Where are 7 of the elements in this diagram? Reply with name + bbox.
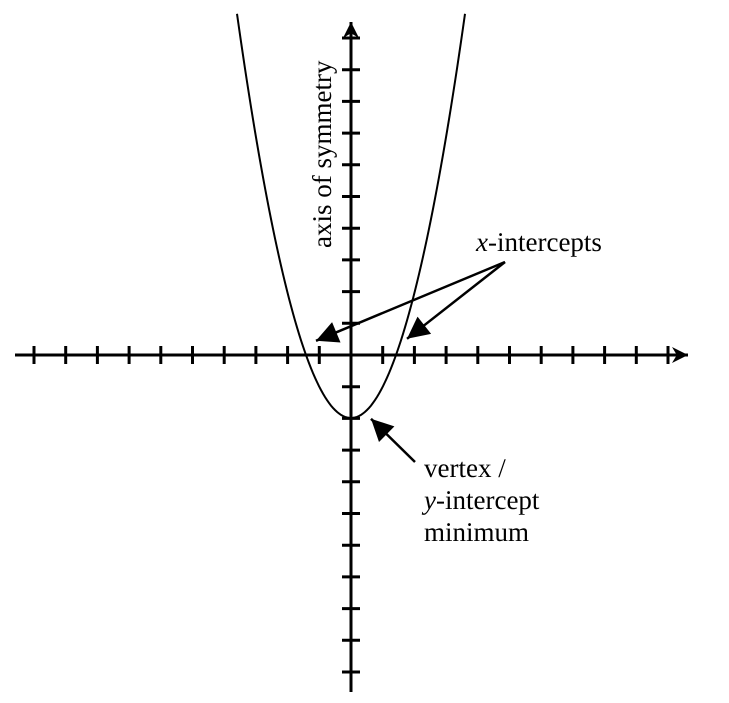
axis-label: axis of symmetry <box>306 62 338 248</box>
callout-text: x-intercepts <box>476 226 602 258</box>
leader-arrow <box>406 261 506 340</box>
parabola-curve <box>236 14 466 419</box>
leader-arrow <box>316 260 506 342</box>
callout-text: vertex / y-intercept minimum <box>424 452 594 548</box>
leader-arrow <box>370 418 416 463</box>
